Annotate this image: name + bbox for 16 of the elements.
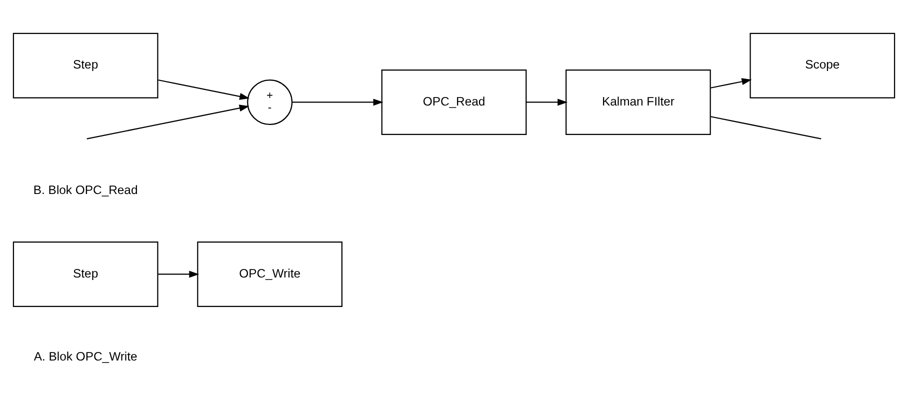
node-circle: + - [247,79,293,124]
arrow [158,270,200,278]
arrow [158,78,250,100]
arrow [292,98,384,106]
node-box: Step [12,241,158,306]
node-box: Step [12,32,158,98]
node-box: Scope [750,32,896,98]
arrow [86,104,250,139]
node-box: Kalman FIlter [566,69,711,134]
label: A. Blok OPC_Write [34,349,138,364]
connector [710,116,822,139]
node-box: OPC_Read [381,69,527,134]
label: B. Blok OPC_Read [33,182,138,197]
arrow [526,98,568,106]
node-box: OPC_Write [197,241,342,306]
arrow [710,78,752,88]
